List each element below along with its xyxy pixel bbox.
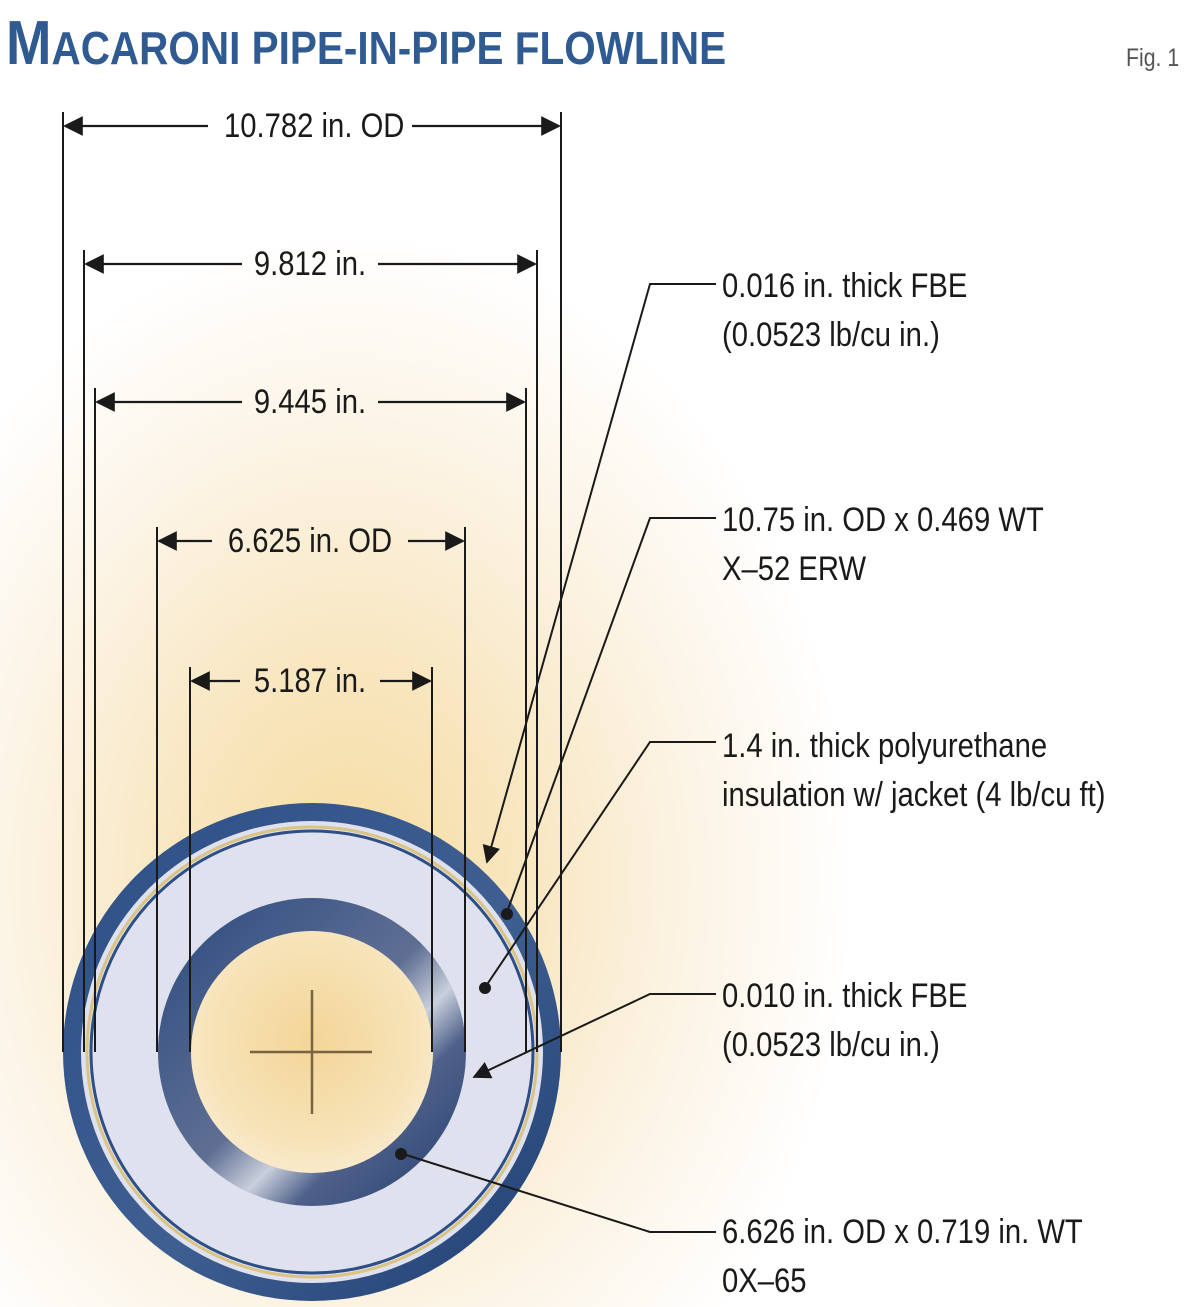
callout-outer-pipe-line2: X–52 ERW — [722, 550, 867, 588]
leader-fbe-inner — [472, 993, 716, 1079]
dim-label-9812: 9.812 in. — [253, 245, 367, 283]
extension-lines — [62, 112, 562, 1052]
callout-outer-pipe: 10.75 in. OD x 0.469 WT X–52 ERW — [722, 496, 1044, 594]
leader-lines — [402, 283, 716, 1233]
callout-insulation-line2: insulation w/ jacket (4 lb/cu ft) — [722, 776, 1106, 814]
dim-label-10782-od: 10.782 in. OD — [224, 107, 405, 145]
leader-dot-inner-pipe — [395, 1148, 407, 1160]
callout-fbe-inner-line2: (0.0523 lb/cu in.) — [722, 1026, 940, 1064]
figure-reference: Fig. 1 — [1126, 44, 1180, 72]
pipe-cross-section — [63, 803, 561, 1301]
leader-dot-insulation — [479, 982, 491, 994]
callout-outer-pipe-line1: 10.75 in. OD x 0.469 WT — [722, 501, 1044, 539]
leader-inner-pipe — [402, 1153, 716, 1233]
callout-inner-pipe-line1: 6.626 in. OD x 0.719 in. WT — [722, 1213, 1083, 1251]
callout-fbe-inner-line1: 0.010 in. thick FBE — [722, 977, 968, 1015]
leader-insulation — [485, 741, 716, 987]
dim-label-5187: 5.187 in. — [253, 662, 367, 700]
leader-fbe-outer — [482, 283, 716, 864]
title-rest: ACARONI PIPE-IN-PIPE FLOWLINE — [51, 22, 727, 74]
callout-fbe-inner: 0.010 in. thick FBE (0.0523 lb/cu in.) — [722, 972, 967, 1070]
title-initial: M — [6, 9, 52, 78]
callout-fbe-outer-line1: 0.016 in. thick FBE — [722, 267, 968, 305]
dim-label-9445: 9.445 in. — [253, 383, 367, 421]
callout-insulation: 1.4 in. thick polyurethane insulation w/… — [722, 722, 1106, 820]
callout-inner-pipe-line2: 0X–65 — [722, 1262, 807, 1300]
callout-fbe-outer: 0.016 in. thick FBE (0.0523 lb/cu in.) — [722, 262, 967, 360]
leader-outer-pipe — [506, 517, 716, 913]
callout-insulation-line1: 1.4 in. thick polyurethane — [722, 727, 1048, 765]
page-title: MACARONI PIPE-IN-PIPE FLOWLINE — [6, 8, 726, 79]
dim-label-6625-od: 6.625 in. OD — [227, 522, 393, 560]
leader-dots — [395, 908, 513, 1160]
dimension-arrows — [63, 116, 561, 691]
callout-inner-pipe: 6.626 in. OD x 0.719 in. WT 0X–65 — [722, 1208, 1083, 1306]
callout-fbe-outer-line2: (0.0523 lb/cu in.) — [722, 316, 940, 354]
leader-dot-outer-pipe — [501, 908, 513, 920]
